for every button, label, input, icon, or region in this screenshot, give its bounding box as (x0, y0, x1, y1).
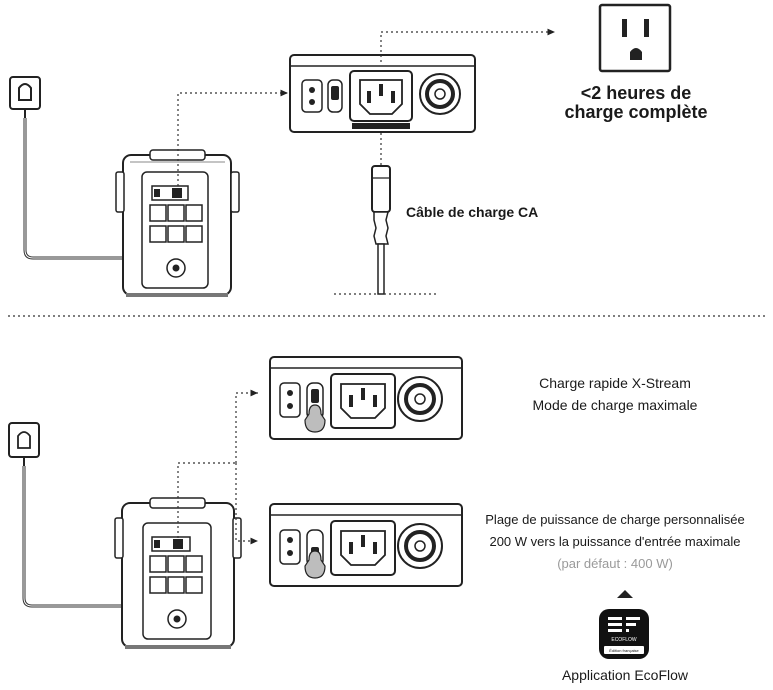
xstream-ac-panel (269, 356, 463, 440)
charge-time-line1: <2 heures de (580, 83, 692, 103)
bottom-power-station (114, 497, 242, 649)
top-dotted-connector (177, 89, 288, 186)
custom-line1: Plage de puissance de charge personnalis… (485, 512, 745, 527)
bottom-plug-icon (8, 422, 40, 466)
charge-time-label: <2 heures de charge complète (546, 84, 726, 122)
custom-line2: 200 W vers la puissance d'entrée maximal… (489, 534, 741, 549)
charge-time-line2: charge complète (564, 102, 708, 122)
xstream-line2: Mode de charge maximale (532, 397, 698, 413)
wall-outlet-icon (598, 3, 672, 73)
ecoflow-logo-sub: Édition française (609, 648, 639, 653)
custom-ac-panel (269, 503, 463, 587)
bottom-dotted-connector (177, 462, 236, 538)
ecoflow-logo-text: ECOFLOW (611, 637, 637, 643)
ac-charging-cable (334, 133, 436, 295)
ac-cable-label: Câble de charge CA (406, 204, 539, 220)
connector-to-xstream (235, 389, 258, 463)
top-ac-input-panel (289, 54, 476, 133)
top-power-station (115, 149, 240, 297)
top-wall-connector (380, 28, 555, 62)
xstream-line1: Charge rapide X-Stream (539, 375, 691, 391)
ecoflow-app-icon: ECOFLOW Édition française (599, 609, 649, 659)
custom-default: (par défaut : 400 W) (557, 556, 673, 571)
ecoflow-app-label: Application EcoFlow (561, 667, 689, 683)
app-pointer-triangle (617, 590, 633, 598)
xstream-label: Charge rapide X-Stream Mode de charge ma… (490, 372, 740, 416)
top-plug-icon (9, 76, 41, 118)
connector-to-custom (235, 463, 258, 545)
custom-power-label: Plage de puissance de charge personnalis… (462, 509, 768, 575)
